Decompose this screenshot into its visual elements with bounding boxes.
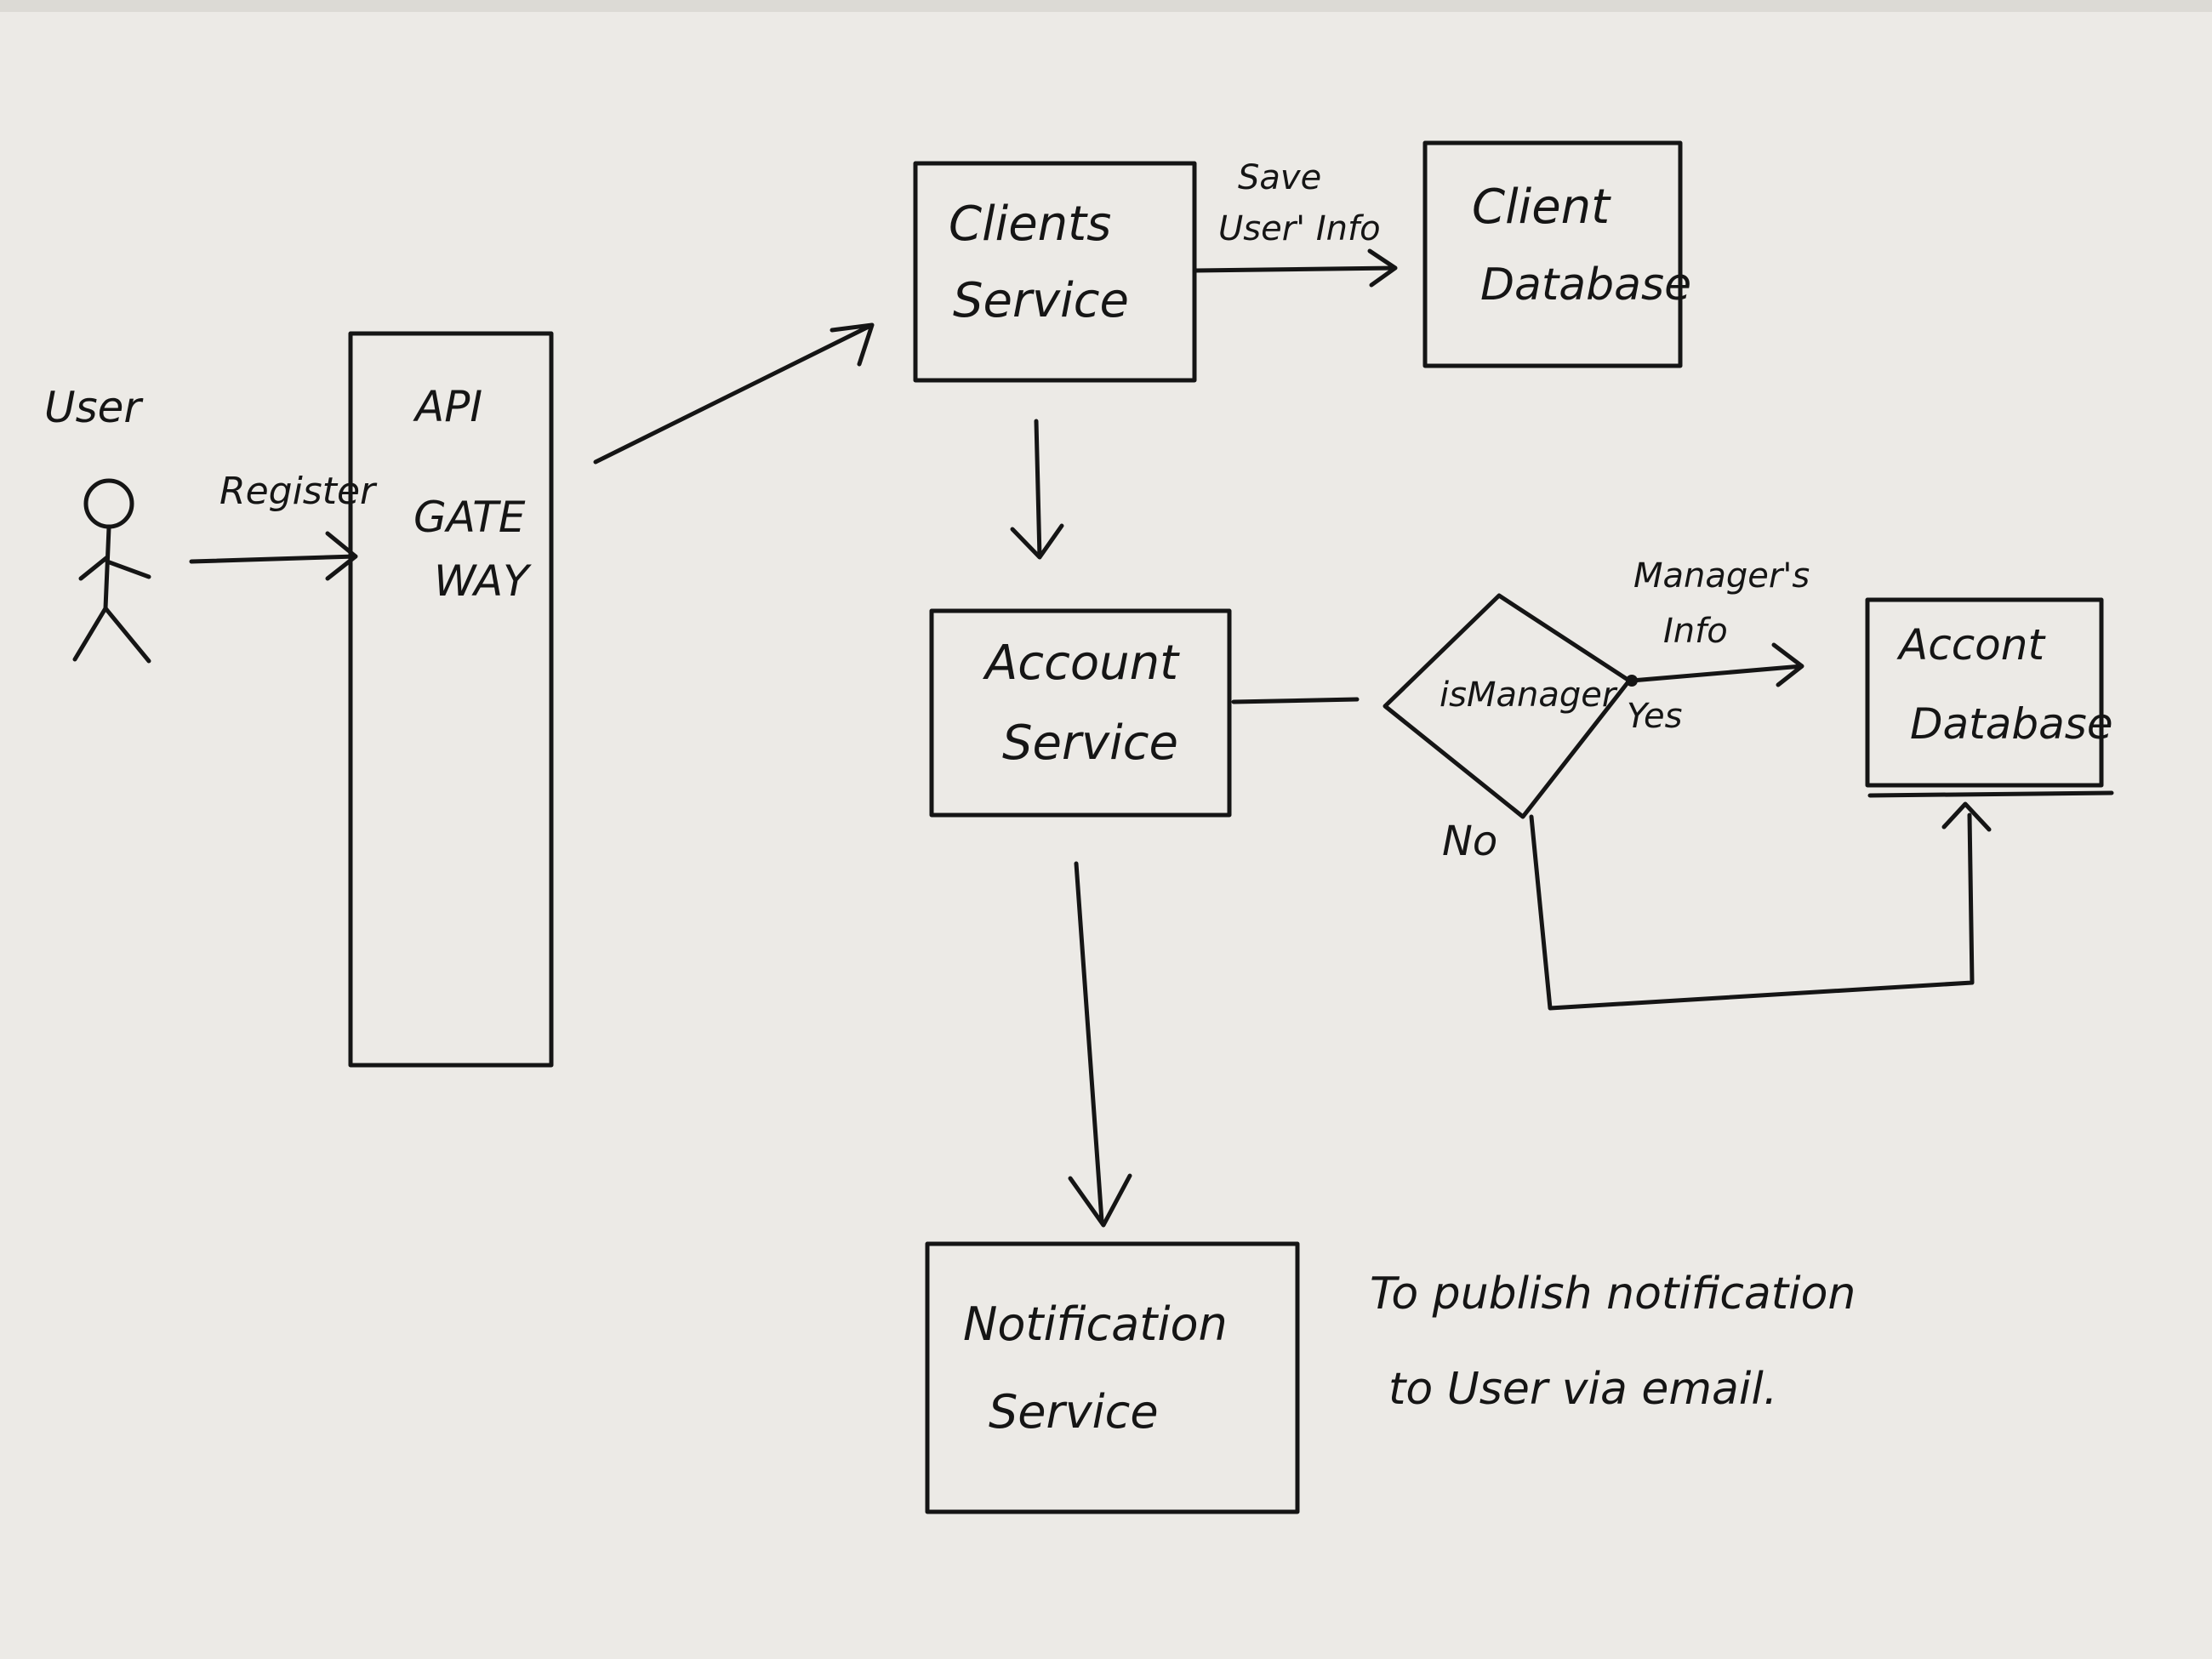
save-user-info-line-2: User' Info (1218, 209, 1381, 248)
yes-edge: Manager's Info Yes (1626, 556, 1810, 736)
user-actor: User (44, 383, 151, 664)
note-line-2: to User via email. (1388, 1364, 1777, 1415)
save-user-info-edge: Save User' Info (1193, 158, 1398, 288)
no-label: No (1442, 818, 1497, 865)
client-database-line-2: Database (1480, 259, 1691, 311)
register-label: Register (219, 470, 378, 513)
api-gateway-line-3: WAY (434, 556, 532, 606)
managers-info-line-2: Info (1663, 612, 1728, 651)
notification-service-line-1: Notification (963, 1297, 1228, 1351)
notification-service-box (925, 1241, 1300, 1514)
account-database-underline (1867, 790, 2114, 798)
clients-service-line-1: Clients (949, 197, 1111, 252)
stick-figure-icon (72, 478, 151, 664)
no-edge: No (1442, 801, 1992, 1011)
account-database-box (1865, 597, 2104, 788)
no-arrow (1529, 801, 1992, 1011)
account-service-node: Account Service (929, 608, 1232, 818)
client-database-line-1: Client (1472, 180, 1611, 235)
account-to-decision-line (1231, 697, 1360, 704)
yes-arrow (1629, 642, 1804, 687)
clients-to-account-arrow (1010, 419, 1064, 560)
account-database-line-1: Accont (1896, 620, 2046, 670)
client-database-box (1422, 140, 1683, 368)
account-service-box (929, 608, 1232, 818)
api-gateway-line-2: GATE (413, 493, 526, 542)
account-database-line-2: Database (1910, 699, 2113, 749)
api-gateway-line-1: API (413, 382, 482, 431)
api-gateway-node: API GATE WAY (348, 331, 554, 1068)
account-service-line-1: Account (983, 636, 1180, 691)
account-database-node: Accont Database (1865, 597, 2114, 798)
account-to-notification-arrow (1068, 861, 1132, 1228)
user-label: User (44, 383, 144, 432)
save-user-info-line-1: Save (1238, 158, 1321, 197)
notification-service-line-2: Service (989, 1385, 1159, 1439)
clients-service-line-2: Service (953, 273, 1129, 328)
notification-note: To publish notification to User via emai… (1370, 1268, 1856, 1415)
notification-service-node: Notification Service (925, 1241, 1300, 1514)
client-database-node: Client Database (1422, 140, 1691, 368)
is-manager-label: isManager (1440, 676, 1618, 715)
clients-service-node: Clients Service (913, 161, 1197, 383)
is-manager-diamond (1382, 593, 1632, 819)
gateway-to-clients-arrow (593, 322, 875, 465)
save-user-info-arrow (1193, 248, 1398, 288)
is-manager-decision: isManager (1382, 593, 1632, 819)
api-gateway-box (348, 331, 554, 1068)
register-arrow (189, 531, 358, 581)
yes-label: Yes (1627, 697, 1683, 736)
account-service-line-2: Service (1002, 715, 1178, 771)
note-line-1: To publish notification (1370, 1268, 1856, 1320)
managers-info-line-1: Manager's (1633, 556, 1810, 596)
paper-top-edge (0, 0, 2212, 12)
